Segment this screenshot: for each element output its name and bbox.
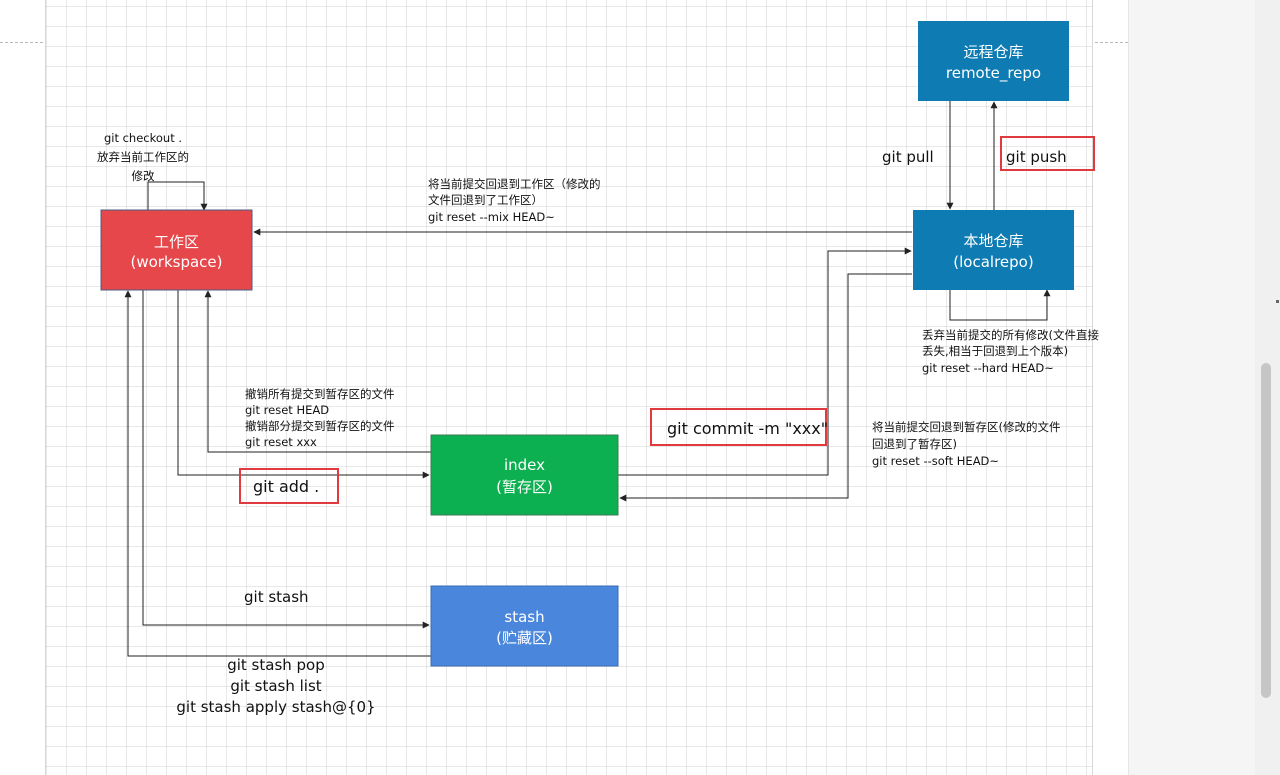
svg-text:git stash list: git stash list (230, 677, 321, 695)
svg-text:git stash pop: git stash pop (227, 656, 325, 674)
connectors (124, 101, 1051, 657)
localrepo-sublabel: (localrepo) (953, 253, 1033, 271)
svg-text:git checkout .: git checkout . (104, 131, 182, 145)
git-commit-highlight (650, 408, 827, 446)
svg-text:撤销所有提交到暂存区的文件: 撤销所有提交到暂存区的文件 (245, 387, 395, 401)
svg-text:丢失,相当于回退到上个版本): 丢失,相当于回退到上个版本) (922, 344, 1068, 358)
svg-text:回退到了暂存区): 回退到了暂存区) (872, 437, 957, 451)
index-sublabel: (暂存区) (496, 478, 553, 496)
add-arrow (177, 290, 430, 479)
svg-text:将当前提交回退到暂存区(修改的文件: 将当前提交回退到暂存区(修改的文件 (872, 420, 1061, 434)
reset-soft-label: 将当前提交回退到暂存区(修改的文件 回退到了暂存区) git reset --s… (872, 420, 1061, 468)
stash-pop-arrow (124, 290, 431, 657)
svg-text:git stash apply stash@{0}: git stash apply stash@{0} (176, 698, 375, 716)
git-commit-label: git commit -m "xxx" (667, 419, 828, 438)
git-push-highlight (1000, 136, 1095, 171)
remote-repo-sublabel: remote_repo (946, 64, 1041, 83)
git-add-highlight (239, 468, 339, 504)
checkout-label: git checkout . 放弃当前工作区的 修改 (97, 131, 189, 183)
svg-text:git reset --mix HEAD~: git reset --mix HEAD~ (428, 210, 555, 224)
svg-text:放弃当前工作区的: 放弃当前工作区的 (97, 150, 189, 164)
svg-text:文件回退到了工作区）: 文件回退到了工作区） (428, 193, 543, 207)
reset-head-arrow (204, 290, 431, 453)
stash-box[interactable] (430, 585, 619, 667)
commit-arrow (618, 247, 912, 476)
git-stash-label: git stash (244, 588, 309, 606)
index-label: index (504, 456, 545, 474)
stash-commands-label: git stash pop git stash list git stash a… (176, 656, 375, 716)
svg-text:git reset --hard HEAD~: git reset --hard HEAD~ (922, 361, 1054, 375)
node-index[interactable]: index (暂存区) (430, 434, 619, 516)
localrepo-label: 本地仓库 (963, 232, 1023, 250)
svg-text:将当前提交回退到工作区（修改的: 将当前提交回退到工作区（修改的 (428, 177, 601, 191)
stash-sublabel: (贮藏区) (496, 629, 553, 647)
svg-text:丢弃当前提交的所有修改(文件直接: 丢弃当前提交的所有修改(文件直接 (922, 328, 1099, 342)
remote-repo-box[interactable] (918, 21, 1069, 101)
git-push-label: git push (1006, 148, 1067, 166)
stash-arrow (142, 290, 430, 629)
svg-text:git reset xxx: git reset xxx (245, 435, 317, 449)
svg-text:git reset --soft HEAD~: git reset --soft HEAD~ (872, 454, 999, 468)
checkout-loop-arrow (147, 181, 208, 211)
git-pull-label: git pull (882, 148, 934, 166)
reset-hard-loop-arrow (949, 289, 1051, 321)
reset-mix-label: 将当前提交回退到工作区（修改的 文件回退到了工作区） git reset --m… (428, 177, 601, 224)
workspace-sublabel: (workspace) (130, 253, 222, 271)
svg-text:撤销部分提交到暂存区的文件: 撤销部分提交到暂存区的文件 (245, 419, 395, 433)
git-add-label: git add . (253, 477, 319, 496)
node-localrepo[interactable]: 本地仓库 (localrepo) (913, 210, 1074, 290)
svg-text:git reset HEAD: git reset HEAD (245, 403, 329, 417)
remote-repo-label: 远程仓库 (963, 43, 1023, 61)
workspace-box[interactable] (100, 209, 253, 291)
page-margin (1128, 0, 1256, 775)
stash-label: stash (504, 608, 544, 626)
workspace-label: 工作区 (154, 233, 199, 251)
scrollbar-thumb[interactable] (1261, 363, 1271, 698)
scroll-marker (1276, 300, 1279, 303)
node-workspace[interactable]: 工作区 (workspace) (100, 209, 253, 291)
node-remote-repo[interactable]: 远程仓库 remote_repo (918, 21, 1069, 101)
reset-head-label: 撤销所有提交到暂存区的文件 git reset HEAD 撤销部分提交到暂存区的… (245, 387, 395, 449)
reset-soft-arrow (619, 273, 912, 502)
svg-text:修改: 修改 (132, 169, 155, 183)
node-stash[interactable]: stash (贮藏区) (430, 585, 619, 667)
localrepo-box[interactable] (913, 210, 1074, 290)
reset-hard-label: 丢弃当前提交的所有修改(文件直接 丢失,相当于回退到上个版本) git rese… (922, 328, 1099, 375)
index-box[interactable] (430, 434, 619, 516)
